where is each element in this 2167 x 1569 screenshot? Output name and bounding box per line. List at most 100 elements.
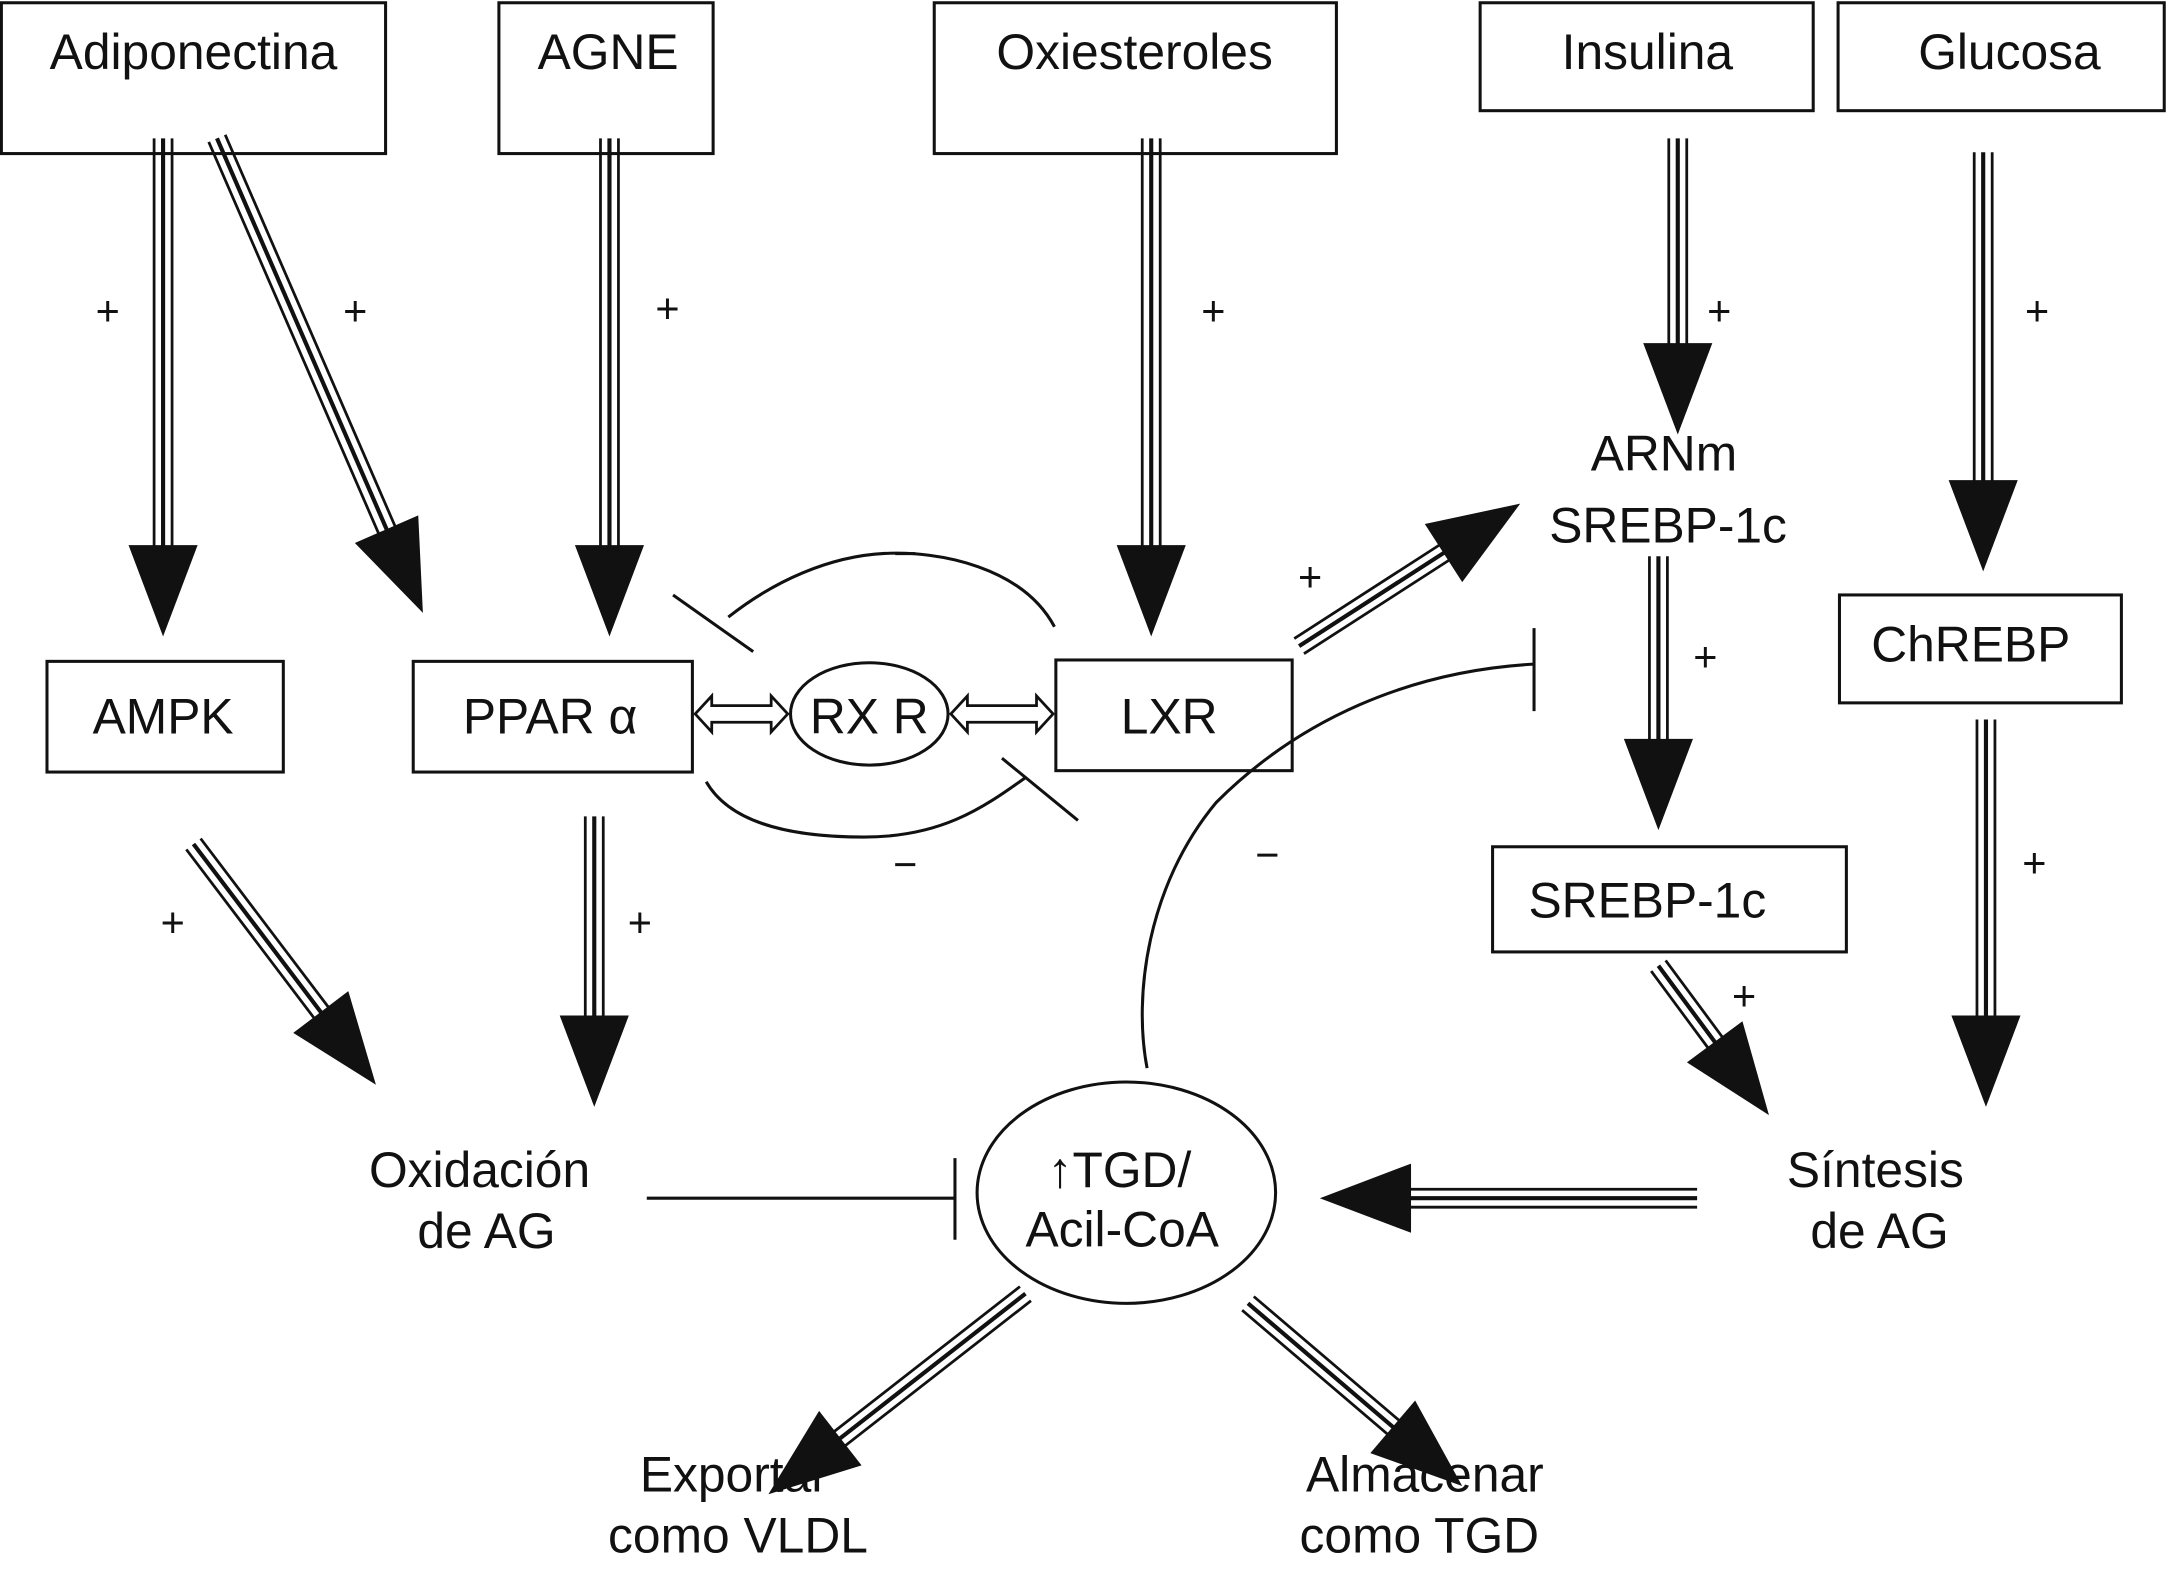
arrow-glucosa-chrebp-head-icon <box>1948 480 2018 572</box>
node-almacenar: Almacenar como TGD <box>1300 1446 1544 1563</box>
lxr-label: LXR <box>1121 688 1218 744</box>
sign-adipo-ampk: + <box>96 287 120 334</box>
arrow-lxr-arnm <box>1293 503 1521 655</box>
rxr-ellipse <box>788 661 950 767</box>
arrow-ampk-oxidacion-shaft-line <box>191 842 325 1016</box>
arrow-oxiesteroles-lxr <box>1116 138 1186 637</box>
tgd-label-line2: Acil-CoA <box>1025 1202 1219 1258</box>
arrow-oxiesteroles-lxr-head-icon <box>1116 545 1186 637</box>
node-tgd-acilcoa: ↑TGD/ Acil-CoA <box>975 1080 1278 1305</box>
inhibition-bar-bottom <box>1000 757 1079 822</box>
sign-ampk-oxid: + <box>161 899 185 946</box>
sign-oxi-lxr: + <box>1201 287 1225 334</box>
insulina-label: Insulina <box>1562 24 1734 80</box>
arrow-srebp1c-sintesis-shaft-line <box>1650 970 1711 1051</box>
heterodimer-arrow-ppara-rxr <box>693 692 790 736</box>
arrow-tgd-almacenar <box>1241 1295 1463 1486</box>
oxidacion-label-line2: de AG <box>417 1203 555 1259</box>
arrow-chrebp-sintesis <box>1951 719 2021 1107</box>
inhibition-lxr-to-ppara <box>672 551 1056 653</box>
arrow-ampk-oxidacion-head-icon <box>293 991 376 1085</box>
arrow-lxr-arnm-shaft-line <box>1297 549 1447 648</box>
sign-chrebp-sintesis: + <box>2022 839 2046 886</box>
node-lxr: LXR <box>1054 658 1294 773</box>
arrow-agne-ppara-head-icon <box>574 545 645 637</box>
arrow-adiponectina-ampk-head-icon <box>128 545 198 637</box>
oxidacion-label-line1: Oxidación <box>369 1142 590 1198</box>
arrow-adiponectina-ampk <box>128 138 198 637</box>
inhibition-arc-top <box>727 551 1056 628</box>
arrow-agne-ppara <box>574 138 645 637</box>
node-glucosa: Glucosa <box>1836 1 2166 113</box>
rxr-label: RX R <box>810 688 929 744</box>
agne-box <box>497 1 715 156</box>
agne-label: AGNE <box>538 24 679 80</box>
ppara-box <box>411 659 694 774</box>
inhibition-arc-bottom <box>704 776 1027 839</box>
sintesis-label-line2: de AG <box>1810 1203 1948 1259</box>
sign-ppara-lxr-inhibition: − <box>893 841 917 888</box>
heterodimer-arrow-rxr-lxr <box>948 692 1055 736</box>
sign-agne-ppara: + <box>655 284 679 331</box>
arnm-label-line2: SREBP-1c <box>1549 497 1787 553</box>
node-chrebp: ChREBP <box>1837 593 2123 705</box>
arrow-ampk-oxidacion-shaft-line <box>185 848 317 1021</box>
arrow-adiponectina-ppara-shaft-line <box>223 134 398 529</box>
arrow-arnm-srebp1c <box>1623 556 1693 831</box>
sign-arnm-srebp: + <box>1693 633 1717 680</box>
arrow-arnm-srebp1c-head-icon <box>1623 738 1693 831</box>
adiponectina-label: Adiponectina <box>50 24 338 80</box>
node-oxiesteroles: Oxiesteroles <box>932 1 1338 156</box>
arrow-adiponectina-ppara-shaft-line <box>215 137 390 533</box>
arrow-tgd-exportar-head-icon <box>768 1410 862 1495</box>
arrow-tgd-almacenar-head-icon <box>1370 1400 1463 1486</box>
arrows-layer <box>128 134 2021 1495</box>
node-srebp1c: SREBP-1c <box>1491 845 1848 954</box>
node-sintesis: Síntesis de AG <box>1787 1142 1964 1259</box>
arrow-tgd-exportar <box>768 1285 1032 1495</box>
arrow-lxr-arnm-head-icon <box>1424 503 1521 583</box>
arrow-adiponectina-ppara <box>207 134 423 613</box>
srebp1c-label: SREBP-1c <box>1529 872 1767 928</box>
arrow-tgd-exportar-shaft-line <box>831 1285 1021 1434</box>
arrow-srebp1c-sintesis-head-icon <box>1686 1021 1769 1116</box>
arrow-ampk-oxidacion-shaft-line <box>199 837 331 1010</box>
sign-ins-arnm: + <box>1707 287 1731 334</box>
arrow-srebp1c-sintesis-shaft-line <box>1656 964 1718 1046</box>
chrebp-box <box>1837 593 2123 705</box>
node-ampk: AMPK <box>45 659 285 774</box>
arrow-tgd-exportar-shaft-line <box>842 1299 1032 1449</box>
node-exportar: Exportar como VLDL <box>608 1446 868 1563</box>
almacenar-label-line2: como TGD <box>1300 1507 1540 1563</box>
arrow-chrebp-sintesis-head-icon <box>1951 1015 2021 1107</box>
arrow-ampk-oxidacion <box>185 837 376 1085</box>
sign-srebp-sintesis: + <box>1732 972 1756 1019</box>
arrow-tgd-almacenar-shaft-line <box>1252 1295 1402 1423</box>
arrow-tgd-almacenar-shaft-line <box>1241 1309 1390 1437</box>
arrow-srebp1c-sintesis-shaft-line <box>1664 959 1725 1040</box>
arrow-ppara-oxidacion <box>559 816 629 1107</box>
arrow-tgd-almacenar-shaft-line <box>1246 1301 1397 1431</box>
arrow-ppara-oxidacion-head-icon <box>559 1015 629 1107</box>
arrow-insulina-arnm <box>1643 138 1713 435</box>
ampk-label: AMPK <box>93 688 234 744</box>
exportar-label-line2: como VLDL <box>608 1507 868 1563</box>
chrebp-label: ChREBP <box>1871 616 2070 672</box>
sign-glu-chrebp: + <box>2025 287 2049 334</box>
sign-ppara-oxid: + <box>628 899 652 946</box>
arrow-sintesis-tgd <box>1319 1163 1698 1233</box>
node-adiponectina: Adiponectina <box>0 1 388 156</box>
srebp1c-box <box>1491 845 1848 954</box>
ampk-box <box>45 659 285 774</box>
arrow-lxr-arnm-shaft-line <box>1303 557 1452 655</box>
arnm-label-line1: ARNm <box>1591 425 1737 481</box>
insulina-box <box>1478 1 1815 113</box>
node-rxr: RX R <box>788 661 950 767</box>
ppara-label: PPAR α <box>463 688 637 744</box>
sintesis-label-line1: Síntesis <box>1787 1142 1964 1198</box>
adiponectina-box <box>0 1 388 156</box>
arrow-adiponectina-ppara-head-icon <box>354 515 423 613</box>
node-arnm-srebp: ARNm SREBP-1c <box>1549 425 1787 553</box>
arrow-sintesis-tgd-head-icon <box>1319 1163 1412 1233</box>
